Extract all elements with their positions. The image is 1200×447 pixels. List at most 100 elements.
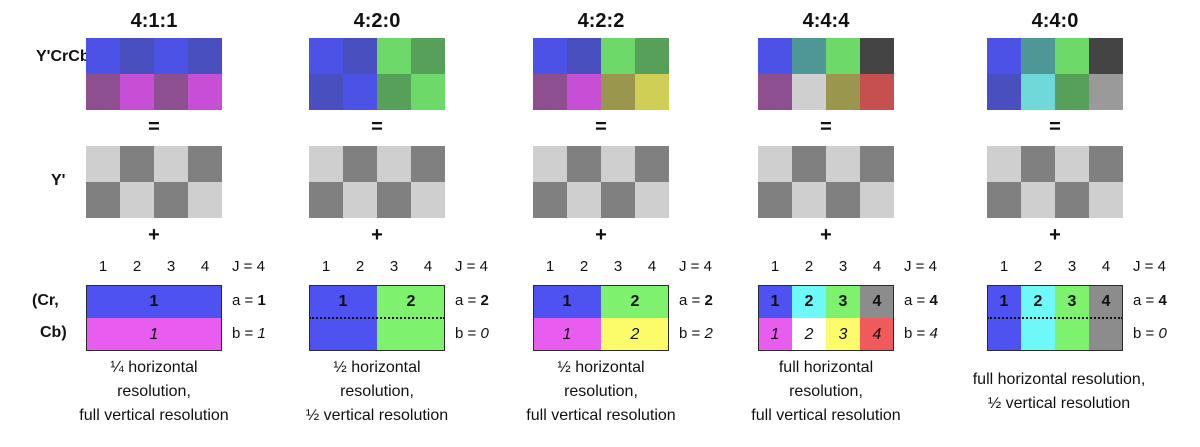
a-prefix: a = bbox=[232, 292, 258, 309]
ycrcb-cell bbox=[1021, 38, 1055, 74]
panel-title: 4:4:0 bbox=[1031, 10, 1079, 32]
ycrcb-cell bbox=[635, 74, 669, 110]
ycrcb-cell bbox=[86, 74, 120, 110]
chroma-label-top: 1 bbox=[562, 292, 572, 310]
caption-line: full vertical resolution bbox=[751, 407, 901, 424]
column-number: 4 bbox=[872, 258, 882, 275]
chroma-label-bottom: 2 bbox=[804, 325, 814, 343]
chroma-cell-bottom bbox=[758, 318, 792, 351]
b-prefix: b = bbox=[232, 325, 258, 342]
panel-title: 4:2:0 bbox=[353, 10, 401, 32]
chroma-cell-top bbox=[601, 285, 669, 318]
a-label: a = 1 bbox=[232, 292, 266, 309]
ycrcb-cell bbox=[601, 38, 635, 74]
luma-cell bbox=[1021, 146, 1055, 182]
column-number: 4 bbox=[647, 258, 657, 275]
a-prefix: a = bbox=[904, 292, 930, 309]
column-number: 3 bbox=[613, 258, 623, 275]
ycrcb-cell bbox=[987, 74, 1021, 110]
chroma-label-top: 3 bbox=[1067, 292, 1077, 310]
luma-cell bbox=[987, 182, 1021, 218]
ycrcb-cell bbox=[1089, 74, 1123, 110]
ycrcb-cell bbox=[987, 38, 1021, 74]
ycrcb-cell bbox=[188, 74, 222, 110]
chroma-label-top: 2 bbox=[804, 292, 814, 310]
ycrcb-cell bbox=[860, 38, 894, 74]
a-label: a = 4 bbox=[904, 292, 938, 309]
j-label: J = 4 bbox=[232, 258, 265, 275]
caption-line: ½ vertical resolution bbox=[987, 395, 1131, 412]
chroma-cell-top bbox=[792, 285, 826, 318]
ycrcb-cell bbox=[533, 38, 567, 74]
ycrcb-cell bbox=[120, 74, 154, 110]
resolution-caption: full horizontal resolution, ½ vertical re… bbox=[949, 368, 1169, 416]
luma-cell bbox=[635, 182, 669, 218]
b-label: b = 0 bbox=[455, 325, 489, 342]
a-prefix: a = bbox=[455, 292, 481, 309]
caption-line: full horizontal resolution, bbox=[972, 371, 1146, 388]
b-label: b = 0 bbox=[1133, 325, 1167, 342]
ycrcb-cell bbox=[154, 38, 188, 74]
luma-cell bbox=[567, 146, 601, 182]
b-label: b = 2 bbox=[679, 325, 713, 342]
ycrcb-cell bbox=[411, 38, 445, 74]
ycrcb-cell bbox=[1055, 38, 1089, 74]
column-number: 2 bbox=[1033, 258, 1043, 275]
luma-cell bbox=[1089, 182, 1123, 218]
chroma-label-top: 2 bbox=[406, 292, 416, 310]
plus-sign: + bbox=[820, 224, 832, 246]
luma-cell bbox=[533, 146, 567, 182]
ycrcb-cell bbox=[635, 38, 669, 74]
chroma-label-bottom: 2 bbox=[630, 325, 640, 343]
column-number: 3 bbox=[389, 258, 399, 275]
luma-cell bbox=[309, 146, 343, 182]
ycrcb-cell bbox=[343, 74, 377, 110]
ycrcb-cell bbox=[411, 74, 445, 110]
a-value: 1 bbox=[257, 292, 266, 309]
a-prefix: a = bbox=[1133, 292, 1159, 309]
luma-cell bbox=[377, 182, 411, 218]
caption-line: ½ vertical resolution bbox=[305, 407, 449, 424]
chroma-label-bottom: 4 bbox=[872, 325, 882, 343]
luma-cell bbox=[343, 146, 377, 182]
equals-sign: = bbox=[1049, 116, 1061, 138]
luma-cell bbox=[567, 182, 601, 218]
column-number: 3 bbox=[1067, 258, 1077, 275]
luma-cell bbox=[154, 146, 188, 182]
resolution-caption: full horizontal resolution, full vertical … bbox=[716, 356, 936, 428]
b-value: 1 bbox=[257, 325, 266, 342]
column-number: 2 bbox=[804, 258, 814, 275]
column-number: 2 bbox=[579, 258, 589, 275]
chroma-cell-bottom bbox=[601, 318, 669, 351]
chroma-cell-top bbox=[826, 285, 860, 318]
row-label-y: Y' bbox=[51, 172, 66, 189]
ycrcb-cell bbox=[860, 74, 894, 110]
ycrcb-cell bbox=[792, 38, 826, 74]
luma-cell bbox=[792, 182, 826, 218]
luma-cell bbox=[377, 146, 411, 182]
caption-line: resolution, bbox=[789, 383, 863, 400]
row-label-crcb-line2: Cb) bbox=[40, 324, 67, 341]
chroma-cell-top bbox=[533, 285, 601, 318]
caption-line: full horizontal bbox=[778, 359, 874, 376]
luma-cell bbox=[1055, 182, 1089, 218]
a-label: a = 2 bbox=[679, 292, 713, 309]
column-number: 2 bbox=[132, 258, 142, 275]
b-prefix: b = bbox=[1133, 325, 1159, 342]
a-value: 4 bbox=[1158, 292, 1167, 309]
column-number: 1 bbox=[545, 258, 555, 275]
panel-title: 4:4:4 bbox=[802, 10, 850, 32]
luma-cell bbox=[601, 146, 635, 182]
luma-cell bbox=[533, 182, 567, 218]
chroma-label-top: 1 bbox=[770, 292, 780, 310]
b-label: b = 4 bbox=[904, 325, 938, 342]
ycrcb-cell bbox=[601, 74, 635, 110]
ycrcb-cell bbox=[1021, 74, 1055, 110]
caption-line: resolution, bbox=[117, 383, 191, 400]
luma-cell bbox=[987, 146, 1021, 182]
plus-sign: + bbox=[371, 224, 383, 246]
ycrcb-cell bbox=[567, 38, 601, 74]
chroma-label-top: 2 bbox=[1033, 292, 1043, 310]
